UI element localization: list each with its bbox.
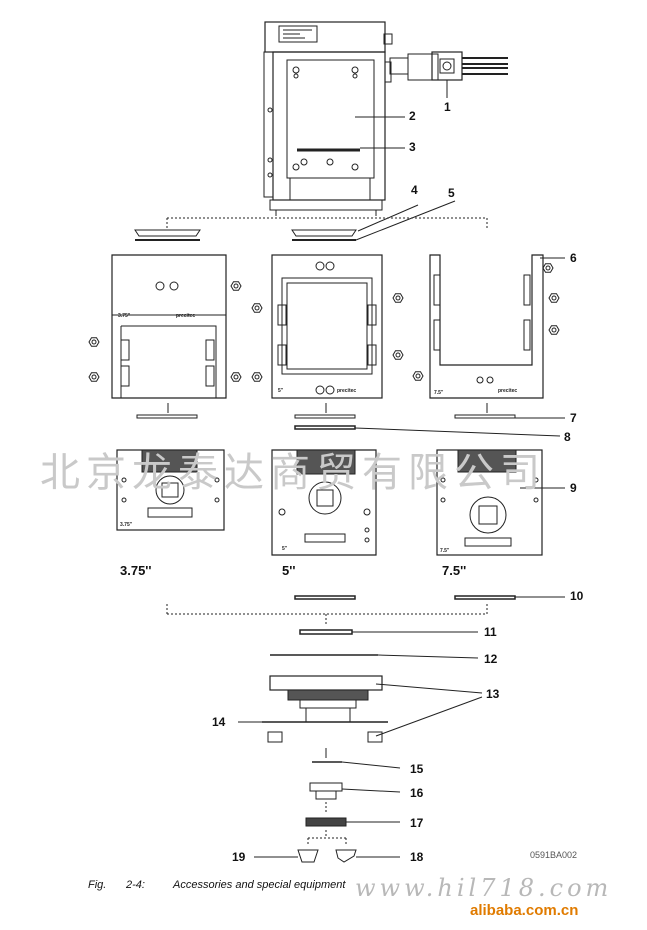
hex-nut [392, 350, 404, 360]
callout-5: 5 [448, 186, 455, 200]
hex-nut-hole [254, 305, 260, 311]
hex-nut [548, 293, 560, 303]
hex-nut [251, 372, 263, 382]
caption-text: Accessories and special equipment [173, 879, 346, 891]
hex-nut [230, 372, 242, 382]
hex-nut-hole [233, 283, 239, 289]
leader-15 [341, 761, 401, 769]
hex-nut-hole [91, 374, 97, 380]
nozzle-plate-7-5 [436, 449, 543, 556]
leader-8 [354, 427, 561, 437]
housing-brand-1: precitec [176, 313, 195, 319]
hex-nut-hole [254, 374, 260, 380]
hex-nut [412, 371, 424, 381]
callout-18: 18 [410, 850, 424, 864]
housing-size-label-1: 3.75" [118, 313, 131, 319]
hex-nut [392, 293, 404, 303]
size-label-7-5: 7.5'' [442, 563, 467, 578]
part-17 [305, 817, 400, 827]
size-label-3-75: 3.75'' [120, 563, 152, 578]
leader-12 [377, 654, 479, 659]
callout-10: 10 [570, 589, 584, 603]
parts-18-19 [254, 830, 400, 863]
hex-nut [542, 263, 554, 273]
callout-6: 6 [570, 251, 577, 265]
callout-2: 2 [409, 109, 416, 123]
housing-3-75 [111, 254, 227, 419]
housing-brand-3: precitec [498, 388, 517, 394]
watermark-site: alibaba.com.cn [470, 902, 579, 919]
caption-fig: Fig. [88, 879, 107, 891]
callout-7: 7 [570, 411, 577, 425]
callout-3: 3 [409, 140, 416, 154]
hex-nut [548, 325, 560, 335]
watermark-url: www.hil718.com [355, 874, 613, 902]
caption-number: 2-4: [126, 879, 145, 891]
hex-nuts [88, 263, 560, 382]
callout-11: 11 [484, 625, 497, 639]
hex-nut-hole [395, 295, 401, 301]
housing-size-label-2: 5" [278, 388, 284, 394]
callout-1: 1 [444, 100, 451, 114]
hex-nut-hole [233, 374, 239, 380]
housing-brand-2: precitec [337, 388, 356, 394]
adapter-assembly [238, 675, 483, 743]
hex-nut-hole [551, 327, 557, 333]
housing-7-5 [429, 254, 544, 419]
plate-size-label-3: 7.5" [440, 548, 450, 554]
hex-nut-hole [415, 373, 421, 379]
callout-19: 19 [232, 850, 246, 864]
top-dashed-bracket [166, 217, 488, 228]
hex-nut-hole [551, 295, 557, 301]
callout-12: 12 [484, 652, 498, 666]
hex-nut [88, 372, 100, 382]
nozzle-plate-5 [271, 449, 377, 556]
part-16 [309, 782, 401, 800]
nozzle-plate-3-75 [116, 449, 225, 531]
hex-nut [230, 281, 242, 291]
plate-size-label-1: 3.75" [120, 522, 133, 528]
part-1-connector [389, 51, 508, 98]
callout-17: 17 [410, 816, 424, 830]
housing-5 [271, 254, 383, 430]
callout-9: 9 [570, 481, 577, 495]
callout-13: 13 [486, 687, 500, 701]
callout-8: 8 [564, 430, 571, 444]
callout-16: 16 [410, 786, 424, 800]
hex-nut-hole [395, 352, 401, 358]
cover-slides-top [134, 200, 456, 241]
plate-size-label-2: 5" [282, 546, 288, 552]
lower-dashed-bracket [166, 604, 488, 626]
callout-15: 15 [410, 762, 424, 776]
callout-4: 4 [411, 183, 418, 197]
welding-head [263, 21, 393, 216]
housing-size-label-3: 7.5" [434, 390, 444, 396]
hex-nut-hole [545, 265, 551, 271]
hex-nut-hole [91, 339, 97, 345]
hex-nut [251, 303, 263, 313]
watermark-chinese: 北京龙泰达商贸有限公司 [40, 450, 546, 496]
hex-nut [88, 337, 100, 347]
part-11 [299, 629, 353, 635]
document-id: 0591BA002 [530, 850, 578, 860]
callout-14: 14 [212, 715, 226, 729]
part-10-plates [294, 595, 565, 600]
size-label-5: 5'' [282, 563, 296, 578]
